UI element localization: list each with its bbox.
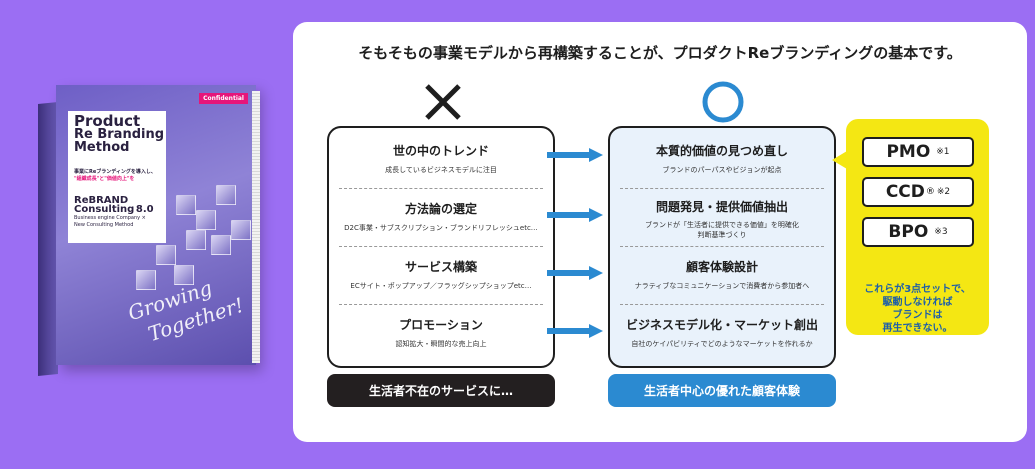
left-column: 世の中のトレンド 成長しているビジネスモデルに注目 方法論の選定 D2C事業・サ…	[327, 126, 555, 368]
divider	[339, 304, 543, 305]
right-column: 本質的価値の見つめ直し ブランドのパーパスやビジョンが起点 問題発見・提供価値抽…	[608, 126, 836, 368]
right-row-desc-2: 判断基準づくり	[697, 231, 747, 239]
note-line3: ブランドは	[892, 310, 943, 321]
right-row-desc: ブランドのパーパスやビジョンが起点	[662, 166, 782, 174]
right-row-heading: 本質的価値の見つめ直し	[655, 144, 788, 158]
right-row: 問題発見・提供価値抽出 ブランドが「生活者に提供できる価値」を明確化 判断基準づ…	[610, 198, 834, 240]
tag-label: BPO	[888, 222, 929, 242]
right-row: 顧客体験設計 ナラティブなコミュニケーションで消費者から参加者へ	[610, 258, 834, 291]
headline: そもそもの事業モデルから再構築することが、プロダクトReブランディングの基本です…	[358, 44, 962, 62]
book-title-line3: Method	[74, 140, 130, 155]
left-row-heading: 世の中のトレンド	[392, 144, 489, 158]
arrow-right-icon	[547, 148, 603, 162]
book-subtitle-line2: "組織成長"と"価値向上"を	[74, 176, 135, 182]
tag-note: ※1	[936, 147, 950, 157]
left-row-desc: ECサイト・ポップアップ／フラッグシップショップetc…	[350, 282, 532, 290]
tag-note: ※2	[936, 187, 951, 197]
book-brand-line2: Consulting	[74, 204, 135, 215]
tag-pmo: PMO ※1	[862, 137, 974, 167]
book-title: Product Re Branding Method	[74, 112, 170, 155]
right-row-heading: 顧客体験設計	[685, 260, 758, 274]
left-footer-pill: 生活者不在のサービスに…	[327, 374, 555, 407]
divider	[339, 246, 543, 247]
arrow-right-icon	[547, 266, 603, 280]
right-row-heading: ビジネスモデル化・マーケット創出	[625, 318, 818, 332]
left-row-desc: 認知拡大・瞬間的な売上向上	[395, 340, 487, 348]
right-row-desc: ブランドが「生活者に提供できる価値」を明確化	[645, 221, 799, 229]
cube-graphic	[231, 220, 251, 240]
note-line1: これらが3点セットで、	[864, 284, 971, 295]
cube-graphic	[136, 270, 156, 290]
note-line2: 駆動しなければ	[882, 297, 953, 308]
book-brand: ReBRAND Consulting 8.0 Business engine C…	[74, 195, 164, 229]
divider	[339, 188, 543, 189]
right-footer-pill: 生活者中心の優れた顧客体験	[608, 374, 836, 407]
left-row-desc: D2C事業・サブスクリプション・ブランドリフレッシュetc…	[344, 224, 538, 232]
cube-graphic	[211, 235, 231, 255]
note-line4: 再生できない。	[882, 323, 953, 334]
left-row-desc: 成長しているビジネスモデルに注目	[385, 166, 497, 174]
callout-pointer	[832, 151, 847, 169]
cube-graphic	[176, 195, 196, 215]
cross-icon	[425, 84, 461, 120]
book-brand-name: ReBRAND	[74, 195, 129, 206]
tag-label: CCD	[885, 182, 925, 202]
divider	[620, 188, 824, 189]
book-title-line2: Re Branding	[74, 127, 165, 142]
left-row-heading: 方法論の選定	[404, 202, 477, 216]
right-row: ビジネスモデル化・マーケット創出 自社のケイパビリティでどのようなマーケットを作…	[610, 316, 834, 349]
yellow-callout: PMO ※1 CCD ® ※2 BPO ※3 これらが3点セットで、 駆動しなけ…	[832, 119, 989, 335]
book-pages	[252, 91, 260, 363]
book-title-line1: Product	[74, 112, 141, 130]
tag-bpo: BPO ※3	[862, 217, 974, 247]
book-mockup: Confidential Product Re Branding Method …	[38, 85, 260, 377]
cube-graphic	[174, 265, 194, 285]
right-row-desc: ナラティブなコミュニケーションで消費者から参加者へ	[634, 282, 810, 290]
registered-mark: ®	[925, 187, 935, 197]
book-spine	[38, 101, 58, 377]
circle-icon	[702, 81, 744, 123]
left-row: 方法論の選定 D2C事業・サブスクリプション・ブランドリフレッシュetc…	[329, 200, 553, 233]
right-row-heading: 問題発見・提供価値抽出	[655, 200, 788, 214]
left-row-heading: プロモーション	[399, 318, 483, 332]
left-row: サービス構築 ECサイト・ポップアップ／フラッグシップショップetc…	[329, 258, 553, 291]
book-cover: Confidential Product Re Branding Method …	[56, 85, 256, 365]
tag-label: PMO	[886, 142, 931, 162]
right-row: 本質的価値の見つめ直し ブランドのパーパスやビジョンが起点	[610, 142, 834, 175]
book-brand-line4: New Consulting Method	[74, 222, 134, 228]
book-brand-version: 8.0	[135, 204, 154, 215]
arrow-right-icon	[547, 208, 603, 222]
cube-graphic	[196, 210, 216, 230]
comparison-card: そもそもの事業モデルから再構築することが、プロダクトReブランディングの基本です…	[293, 22, 1027, 442]
cover-title-panel	[68, 111, 166, 243]
cube-graphic	[156, 245, 176, 265]
left-row-heading: サービス構築	[404, 260, 477, 274]
book-brand-line3: Business engine Company ×	[74, 215, 146, 221]
cube-graphic	[186, 230, 206, 250]
divider	[620, 246, 824, 247]
arrow-right-icon	[547, 324, 603, 338]
callout-note: これらが3点セットで、 駆動しなければ ブランドは 再生できない。	[846, 283, 989, 335]
cube-graphic	[216, 185, 236, 205]
tag-ccd: CCD ® ※2	[862, 177, 974, 207]
left-row: 世の中のトレンド 成長しているビジネスモデルに注目	[329, 142, 553, 175]
book-subtitle-line1: 事業にReブランディングを導入し、	[74, 169, 156, 175]
left-row: プロモーション 認知拡大・瞬間的な売上向上	[329, 316, 553, 349]
book-subtitle: 事業にReブランディングを導入し、 "組織成長"と"価値向上"を	[74, 169, 168, 183]
divider	[620, 304, 824, 305]
tag-note: ※3	[934, 227, 948, 237]
right-row-desc: 自社のケイパビリティでどのようなマーケットを作れるか	[631, 340, 813, 348]
confidential-badge: Confidential	[199, 93, 248, 104]
